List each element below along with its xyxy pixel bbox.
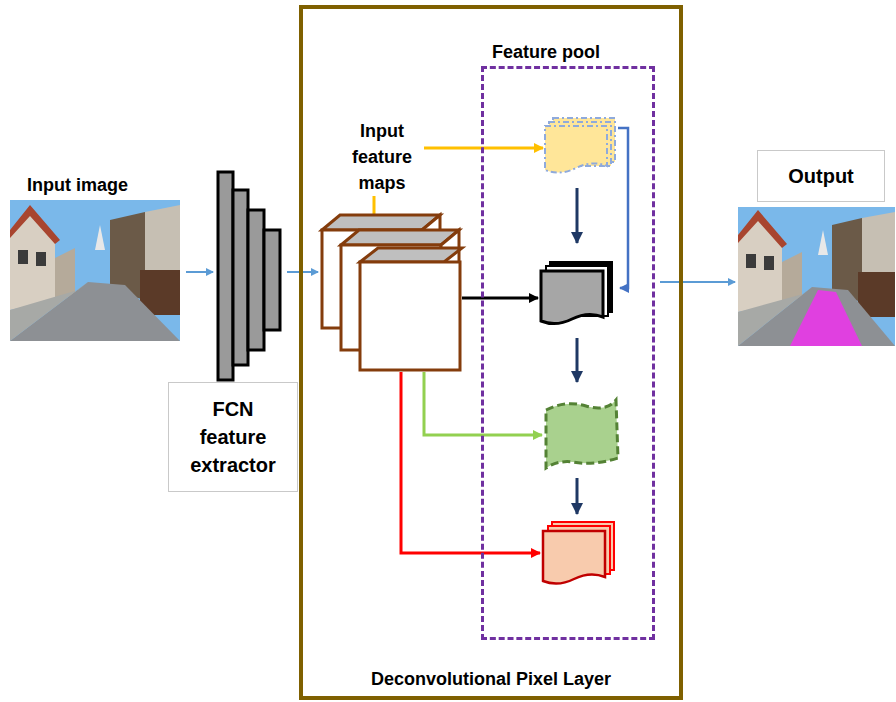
pool-region: Feature pool [481,66,655,640]
road [10,282,180,341]
pool-items [541,118,628,584]
yellow-map [545,126,607,173]
down-arrow [576,188,579,243]
sidewalk [10,282,88,341]
window [746,254,756,268]
maps-label: Input feature maps [340,118,424,196]
image-label: Input image [27,172,128,198]
feature-cubes [322,215,462,370]
flow-arrow [660,281,735,283]
road-mask [790,290,862,346]
green-map [546,400,618,468]
red-arrow [401,372,540,553]
red-map [543,531,605,584]
layer [233,190,248,365]
down-arrow [576,338,579,382]
extractor-box: FCN feature extractor [168,382,298,492]
roof [738,210,787,248]
sidewalk [738,287,812,346]
output-box: Output [757,150,885,202]
cube-top [360,248,462,262]
flow-arrow [186,271,213,273]
layer [218,172,233,380]
sky [10,200,180,341]
output-photo [738,207,895,346]
layer [248,210,264,350]
window [18,250,28,264]
cube-top [322,215,440,230]
fcn-layers [218,172,280,380]
grey-map [541,271,603,324]
down-arrow [576,478,579,514]
road [738,287,895,346]
region-heading: Feature pool [490,40,602,65]
window [764,256,774,270]
layer-box: Deconvolutional Pixel Layer Feature pool [299,5,683,700]
roof [10,205,60,244]
blue-arrow [618,128,628,288]
sky [738,207,895,346]
cube-top [341,230,459,245]
window [36,252,46,266]
cube-face [360,262,460,370]
box-label: FCN feature extractor [178,395,288,479]
box-label: Deconvolutional Pixel Layer [303,667,679,692]
tower [818,230,828,255]
black-arrow [462,297,538,300]
layer [264,230,280,330]
tower [95,225,105,250]
input-photo [10,200,180,341]
box-label: Output [788,162,854,190]
